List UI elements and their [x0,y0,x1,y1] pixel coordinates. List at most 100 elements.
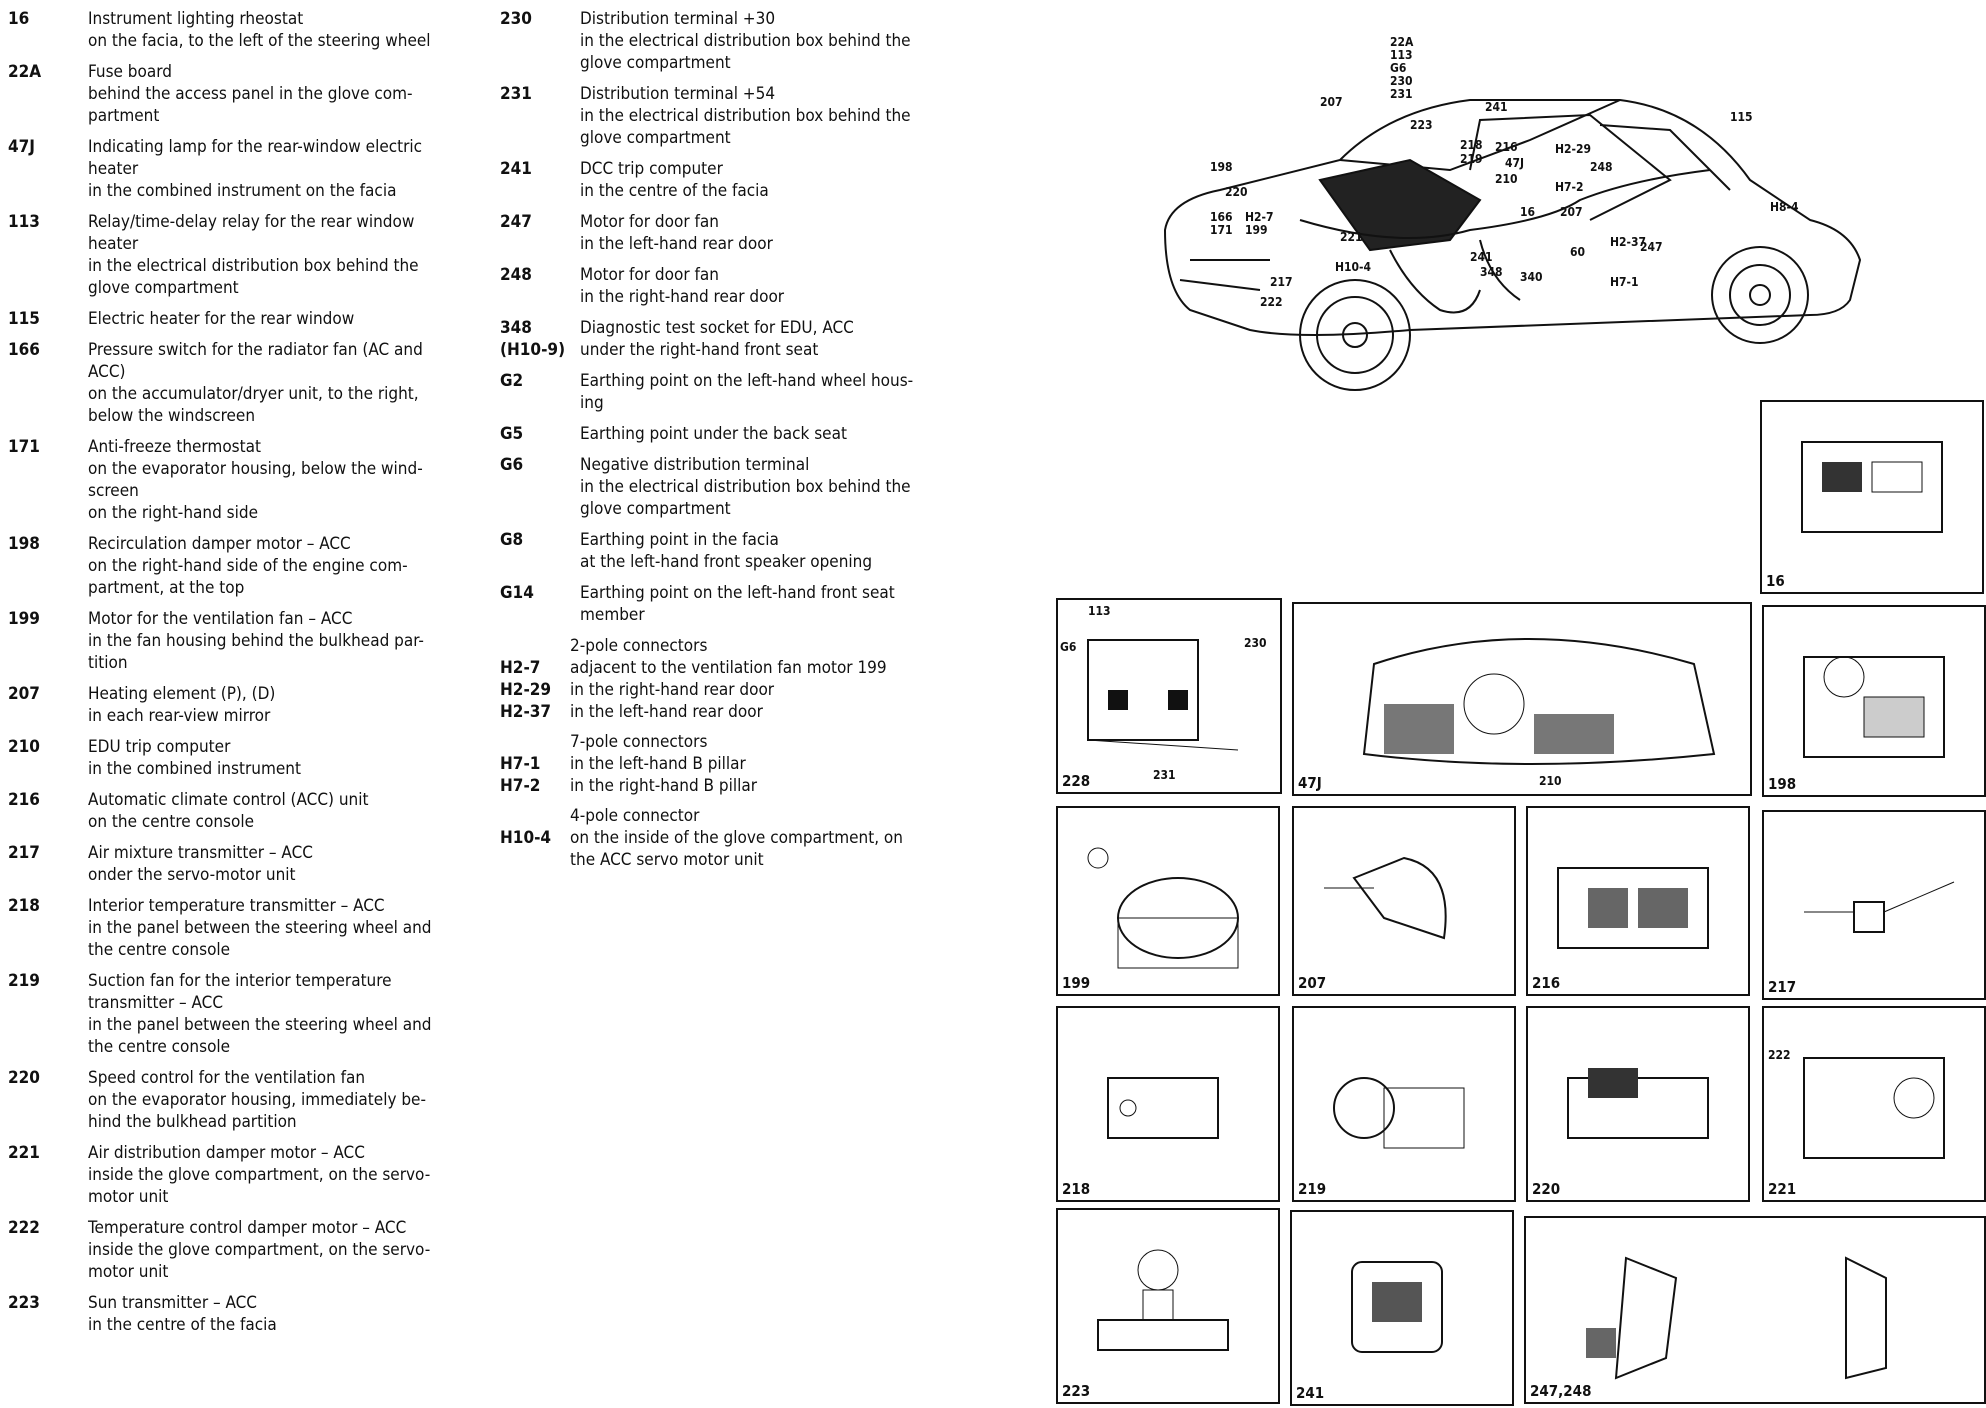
connector-code: H2-37 [500,702,552,722]
connector-description: adjacent to the ventilation fan motor 19… [570,658,887,678]
left-entry: 166 Pressure switch for the radiator fan … [8,339,468,427]
description-line: heater [88,234,139,254]
description-line: in each rear-view mirror [88,706,271,726]
panel-label: 247,248 [1530,1382,1592,1400]
component-illustration [1324,856,1447,940]
car-callout-label: H7-1 [1610,275,1639,289]
car-callout-label: H8-4 [1770,200,1799,214]
connector-item: the ACC servo motor unit [500,849,960,871]
panel-label: 223 [1062,1382,1091,1400]
description-line: Suction fan for the interior temperature [88,971,392,991]
component-code: 210 [8,737,40,757]
description-line: on the right-hand side of the engine com… [88,556,408,576]
component-code: 248 [500,265,532,285]
description-line: in the fan housing behind the bulkhead p… [88,631,424,651]
panel-label: 217 [1768,978,1797,996]
description-line: Heating element (P), (D) [88,684,276,704]
description-line: on the right-hand side [88,503,258,523]
connector-item: H10-4 on the inside of the glove compartm… [500,827,960,849]
description-line: in the left-hand rear door [580,234,773,254]
description-line: in the panel between the steering wheel … [88,918,432,938]
description-line: tition [88,653,128,673]
panel-label: 218 [1062,1180,1091,1198]
description-line: inside the glove compartment, on the ser… [88,1165,431,1185]
component-code: 348 (H10-9) [500,318,566,360]
component-code: 171 [8,437,40,457]
component-code: 223 [8,1293,40,1313]
car-callout-label: 207 [1560,205,1583,219]
car-callout-label: 340 [1520,270,1543,284]
component-code: 198 [8,534,40,554]
connector-group-heading: 2-pole connectors [570,636,708,656]
connector-code: H10-4 [500,828,552,848]
description-line: in the electrical distribution box behin… [580,31,911,51]
connector-group-heading: 4-pole connector [570,806,700,826]
connector-description: the ACC servo motor unit [570,850,764,870]
component-description: Earthing point under the back seat [580,423,960,445]
panel-label: 16 [1766,572,1785,590]
panel-callout-label: 222 [1768,1048,1791,1062]
component-code: G2 [500,371,524,391]
component-code: 166 [8,340,40,360]
component-code: G14 [500,583,534,603]
car-callout-label: 171 [1210,223,1233,237]
component-panel-199: 199 [1056,806,1280,996]
description-line: glove compartment [580,499,731,519]
component-code: 47J [8,137,35,157]
description-line: Air mixture transmitter – ACC [88,843,313,863]
description-line: Pressure switch for the radiator fan (AC… [88,340,423,360]
description-line: on the accumulator/dryer unit, to the ri… [88,384,419,404]
description-line: in the electrical distribution box behin… [580,106,911,126]
component-illustration [1557,867,1709,949]
panel-label: 207 [1298,974,1327,992]
component-panel-207: 207 [1292,806,1516,996]
description-line: in the panel between the steering wheel … [88,1015,432,1035]
car-callout-label: 198 [1210,160,1233,174]
connector-code: H2-29 [500,680,552,700]
panel-label: 199 [1062,974,1091,992]
description-line: Sun transmitter – ACC [88,1293,257,1313]
panel-label: 47J [1298,774,1322,792]
description-line: EDU trip computer [88,737,231,757]
component-code: 113 [8,212,40,232]
connector-group-heading: 7-pole connectors [570,732,708,752]
component-code: G5 [500,424,524,444]
panel-callout-label: 113 [1088,604,1111,618]
description-line: in the combined instrument [88,759,301,779]
component-panel-198: 198 [1762,605,1986,797]
panel-label: 216 [1532,974,1561,992]
description-line: in the electrical distribution box behin… [580,477,911,497]
panel-label: 219 [1298,1180,1327,1198]
connector-description: on the inside of the glove compartment, … [570,828,903,848]
description-line: Air distribution damper motor – ACC [88,1143,365,1163]
component-code: 216 [8,790,40,810]
component-description: Earthing point on the left-hand front se… [580,582,960,626]
car-callout-label: H10-4 [1335,260,1372,274]
panel-callout-label: 230 [1244,636,1267,650]
component-panel-217: 217 [1762,810,1986,1000]
component-panel-241: 241 [1290,1210,1514,1406]
component-code: 199 [8,609,40,629]
car-callout-label: 199 [1245,223,1268,237]
